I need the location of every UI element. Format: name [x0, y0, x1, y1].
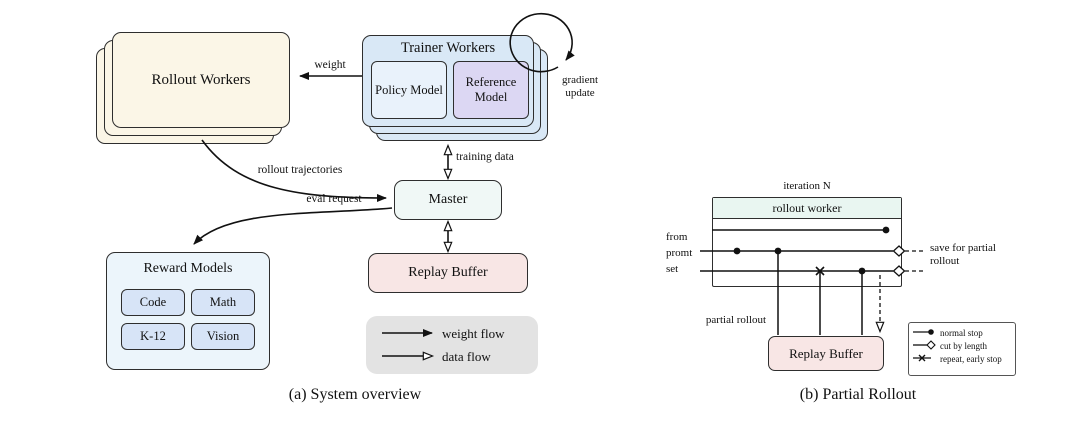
replay-buffer-b-box: Replay Buffer [768, 336, 884, 371]
save-for-partial-rollout-label: save for partial rollout [930, 242, 996, 267]
reward-model-item: Vision [191, 323, 255, 350]
caption-b: (b) Partial Rollout [799, 386, 917, 403]
reward-models-title: Reward Models [143, 261, 233, 276]
rollout-worker-box: rollout worker [712, 197, 902, 287]
partial-rollout-label: partial rollout [705, 314, 767, 326]
gradient-update-label: gradient update [561, 74, 599, 99]
replay-buffer-a-label: Replay Buffer [408, 265, 488, 280]
weight-edge-label: weight [314, 59, 346, 71]
rollout-workers-label: Rollout Workers [151, 71, 251, 88]
stop-legend-box [908, 322, 1016, 376]
rollout-workers-box: Rollout Workers [112, 32, 290, 128]
reward-model-item: K-12 [121, 323, 185, 350]
master-box: Master [394, 180, 502, 220]
normal-stop-label: normal stop [940, 328, 983, 338]
reward-models-box: Reward Models Code Math K-12 Vision [106, 252, 270, 370]
data-flow-label: data flow [442, 349, 491, 364]
reward-model-item: Code [121, 289, 185, 316]
training-data-edge-label: training data [456, 151, 514, 163]
reward-model-item-label: Math [209, 295, 237, 309]
rollout-trajectories-edge-label: rollout trajectories [257, 164, 343, 176]
reward-model-item-label: Vision [206, 329, 240, 343]
replay-buffer-a-box: Replay Buffer [368, 253, 528, 293]
weight-flow-label: weight flow [442, 326, 505, 341]
policy-model-box: Policy Model [371, 61, 447, 119]
eval-request-arrow [193, 207, 393, 245]
reward-model-item-label: Code [139, 295, 167, 309]
reward-model-item-label: K-12 [140, 329, 166, 343]
eval-request-edge-label: eval request [306, 193, 362, 205]
caption-a: (a) System overview [288, 386, 422, 403]
policy-model-label: Policy Model [375, 82, 443, 97]
reference-model-label: Reference Model [465, 75, 517, 104]
repeat-early-stop-label: repeat, early stop [940, 354, 1002, 364]
cut-by-length-label: cut by length [940, 341, 987, 351]
reference-model-box: Reference Model [453, 61, 529, 119]
iteration-label: iteration N [783, 180, 831, 192]
reward-model-item: Math [191, 289, 255, 316]
replay-buffer-b-label: Replay Buffer [789, 345, 863, 361]
from-prompt-set-label: from promt set [666, 231, 693, 275]
flow-legend-box [366, 316, 538, 374]
trainer-workers-box: Trainer Workers Policy Model Reference M… [362, 35, 534, 127]
rollout-worker-header: rollout worker [713, 198, 901, 219]
rollout-worker-label: rollout worker [772, 200, 842, 215]
master-label: Master [428, 192, 468, 207]
trainer-workers-title: Trainer Workers [400, 40, 496, 56]
